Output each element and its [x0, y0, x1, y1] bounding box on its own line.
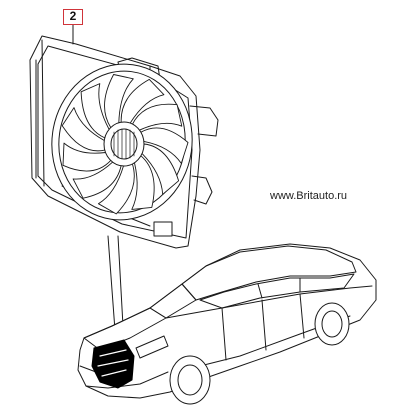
part-callout-box: 2: [63, 9, 83, 25]
fan-blade: [104, 74, 134, 129]
cooling-fan-assembly: [29, 35, 219, 249]
vehicle-front-wheel: [169, 355, 211, 405]
motor-cooling-fins: [113, 128, 135, 160]
fan-blade: [97, 163, 135, 215]
fan-blade: [62, 142, 112, 172]
fan-blade: [61, 107, 106, 152]
fan-blade: [140, 127, 189, 164]
electrical-connector: [153, 221, 173, 237]
vehicle-headlight: [135, 335, 169, 359]
fan-motor-hub-inner: [110, 128, 138, 160]
right-mount-tab-lower: [191, 175, 213, 205]
shroud-left-rail: [35, 39, 45, 187]
vehicle-door-lines: [221, 293, 305, 361]
vehicle-location-view: [77, 243, 377, 405]
fan-blade: [131, 155, 155, 210]
vehicle-front-wheel-rim: [177, 364, 203, 396]
fan-blades: [61, 74, 189, 215]
vehicle-rear-wheel: [314, 302, 350, 346]
fan-blade: [141, 143, 180, 195]
watermark-text: www.Britauto.ru: [270, 190, 348, 202]
fan-blade: [80, 83, 110, 139]
vehicle-side-windows: [199, 273, 355, 309]
fan-blade: [131, 103, 183, 131]
right-mount-tab-upper: [189, 105, 219, 137]
vehicle-front-bumper: [79, 365, 169, 389]
fan-location-highlight-detail: [97, 349, 129, 377]
vehicle-roof: [181, 245, 357, 301]
fan-blade: [72, 161, 122, 199]
vehicle-rear-wheel-rim: [321, 310, 343, 338]
fan-blade: [120, 78, 165, 124]
